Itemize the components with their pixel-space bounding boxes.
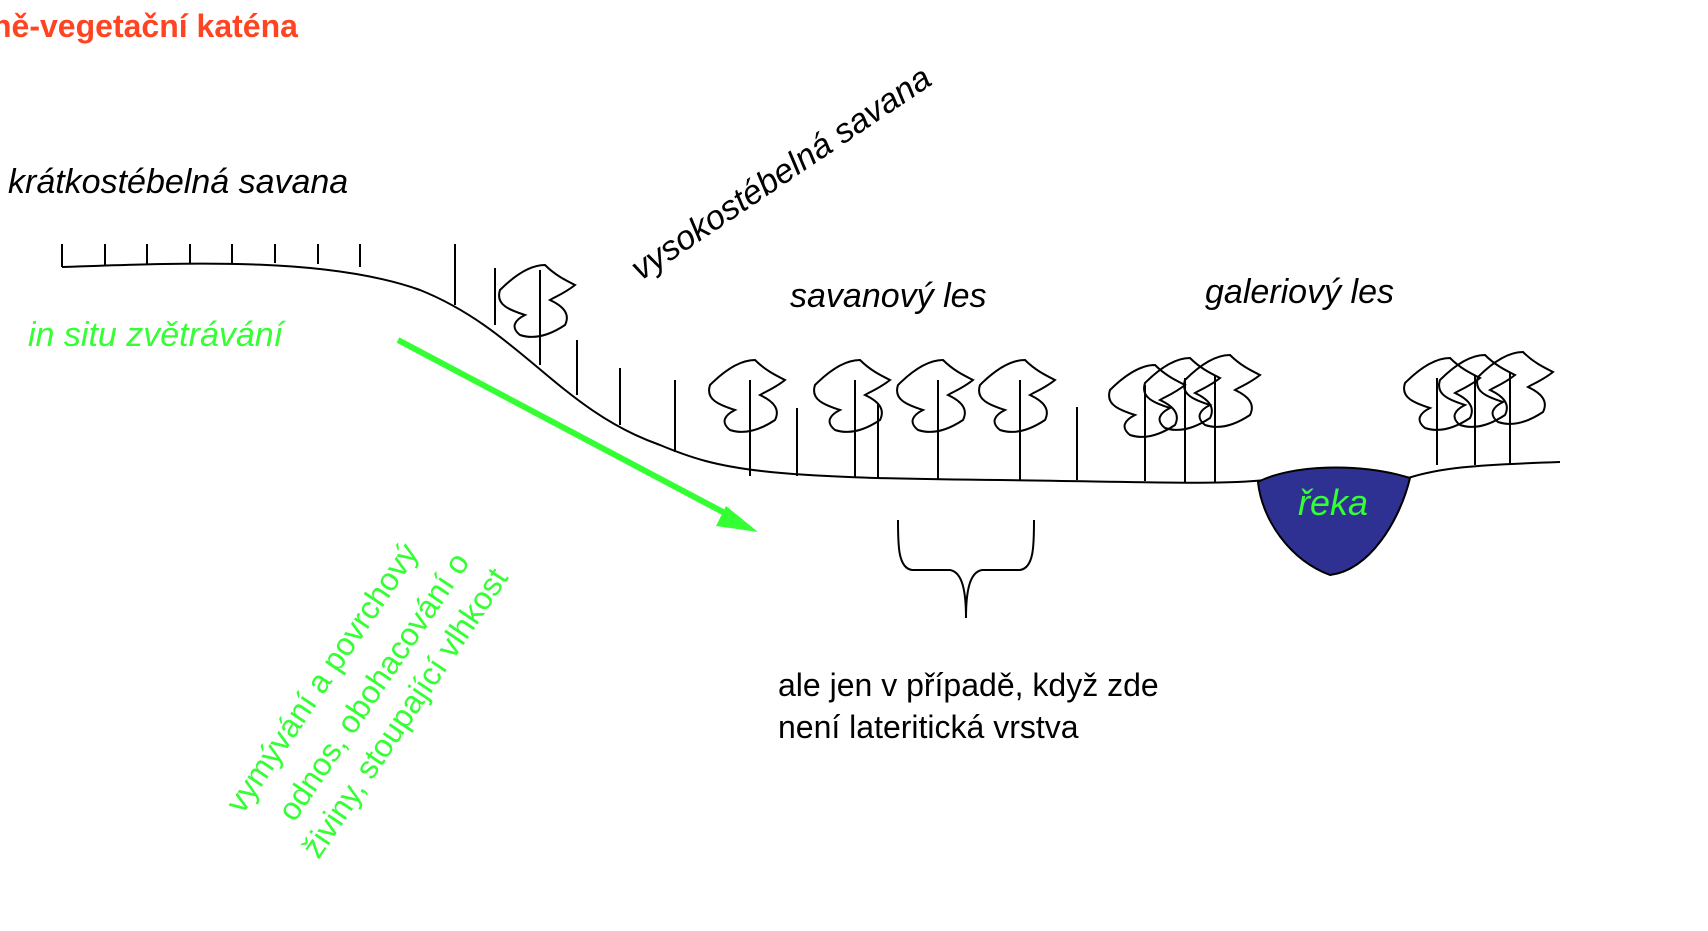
tree-icon [498,263,577,365]
terrain-line [61,262,1561,484]
page-title: ně-vegetační katéna [0,8,298,44]
note-text: ale jen v případě, když zde není laterit… [778,664,1159,748]
short-grass-ticks [61,244,361,267]
tree-icon [1476,350,1555,464]
tree-icon [896,358,975,479]
note-line-1: ale jen v případě, když zde [778,667,1159,703]
savanna-forest-label: savanový les [790,277,987,315]
tree-icon [708,358,787,476]
tree-icon [1183,353,1262,482]
leaching-arrow-shaft [396,337,740,523]
tall-grass-lines [454,244,1078,480]
gallery-forest-label: galeriový les [1205,273,1394,311]
river-label: řeka [1298,482,1369,523]
tree-icon [978,358,1057,480]
short-grass-label: krátkostébelná savana [8,163,349,201]
brace [897,519,1035,619]
tree-crowns [498,263,1555,482]
river-shape [1256,466,1412,577]
tree-icon [1143,356,1222,482]
tree-icon [1403,356,1482,465]
leaching-arrow-head [716,506,758,532]
in-situ-label: in situ zvětrávání [28,316,284,354]
note-line-2: není lateritická vrstva [778,709,1079,745]
tree-icon [1438,353,1517,465]
tree-icon [1108,363,1187,481]
tree-icon [813,358,892,478]
